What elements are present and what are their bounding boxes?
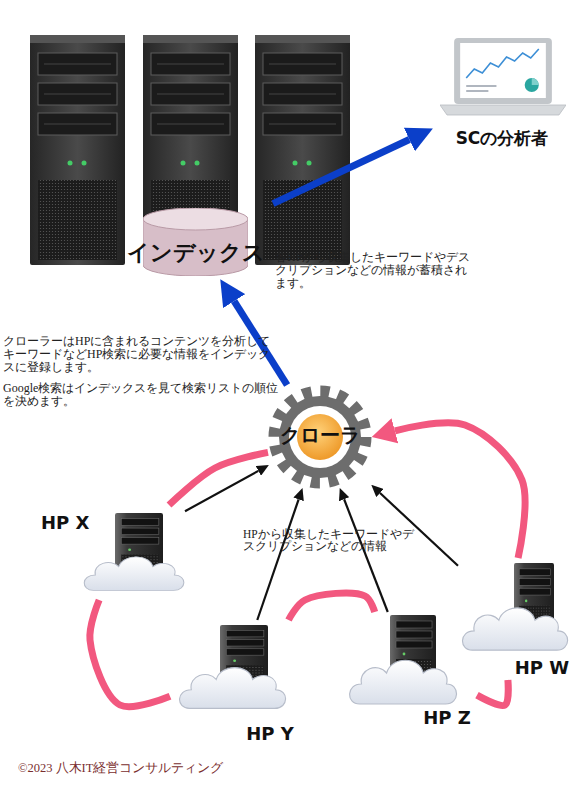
website-server: HP Y	[170, 620, 300, 750]
cloud-shape	[180, 668, 286, 709]
flow-arrow	[90, 600, 170, 707]
node-label: クローラ	[268, 424, 372, 447]
cloud-shape	[84, 557, 184, 591]
flow-arrow	[477, 680, 508, 705]
crawler-gear: クローラ	[268, 385, 372, 489]
connector-group	[90, 140, 525, 707]
flow-arrow	[273, 140, 409, 204]
website-server: HP Z	[345, 612, 477, 732]
node-label: HP Y	[235, 724, 305, 745]
node-label: インデックス	[118, 240, 273, 265]
website-server: HP W	[458, 558, 572, 680]
node-label: HP W	[512, 658, 572, 679]
annotation-text: 各HPから収集したキーワードやデスクリプションなどの情報が蓄積されます。	[275, 251, 473, 290]
cloud-shape	[463, 608, 568, 650]
annotation-text: Google検索はインデックスを見て検索リストの順位を決めます。	[3, 382, 279, 408]
node-label: SCの分析者	[432, 129, 572, 149]
flow-arrow	[169, 452, 268, 505]
node-label: HP X	[41, 513, 111, 534]
flow-arrow	[289, 593, 375, 620]
laptop-shape	[440, 38, 566, 115]
server-tower	[30, 35, 125, 265]
node-label: HP Z	[417, 708, 477, 729]
analyst-laptop: SCの分析者	[432, 32, 572, 160]
annotation-text: クローラーはHPに含まれるコンテンツを分析してキーワードなどHP検索に必要な情報…	[3, 335, 279, 374]
flow-arrow	[395, 423, 525, 558]
website-server: HP X	[35, 505, 185, 600]
copyright-note: ©2023 八木IT経営コンサルティング	[18, 762, 318, 776]
data-arrow	[257, 499, 298, 620]
cloud-shape	[350, 660, 457, 704]
annotation-text: HPから収集したキーワードやデスクリプションなどの情報	[243, 528, 415, 553]
server-tower	[255, 35, 350, 265]
index-database: インデックス	[118, 200, 273, 280]
